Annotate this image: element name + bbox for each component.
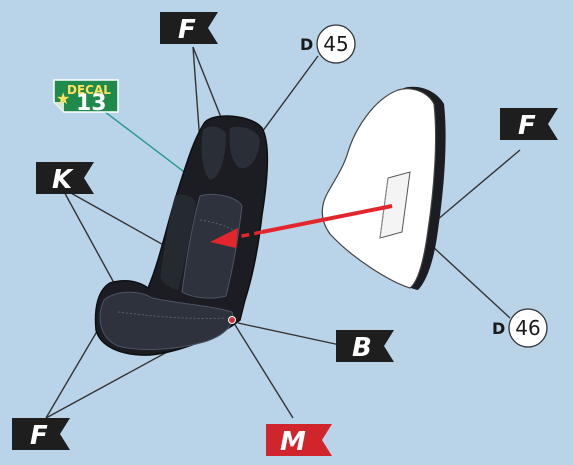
flag-f-top: F bbox=[160, 12, 218, 45]
decal-badge: DECAL 13 ★ bbox=[54, 80, 118, 116]
part-prefix: D bbox=[492, 319, 505, 338]
flag-letter: F bbox=[518, 111, 536, 141]
leader-line-d45 bbox=[262, 56, 318, 132]
flag-f-right: F bbox=[500, 108, 558, 141]
leader-line-b bbox=[238, 323, 340, 345]
flag-k: K bbox=[36, 162, 94, 195]
flag-letter: F bbox=[178, 15, 196, 45]
decal-number: 13 bbox=[76, 91, 107, 116]
flag-f-bottom: F bbox=[12, 418, 70, 451]
part-callout-d45: D 45 bbox=[300, 25, 355, 63]
flag-letter: M bbox=[280, 427, 306, 457]
leader-line-m bbox=[232, 320, 293, 418]
part-prefix: D bbox=[300, 35, 313, 54]
leader-line-f-right bbox=[437, 150, 520, 220]
seat-back-part bbox=[322, 87, 445, 290]
flag-m: M bbox=[266, 424, 332, 457]
flag-letter: B bbox=[352, 333, 372, 363]
star-icon: ★ bbox=[56, 89, 70, 108]
part-number: 46 bbox=[515, 316, 540, 340]
seat-back-part-face bbox=[322, 89, 435, 288]
part-callout-d46: D 46 bbox=[492, 309, 547, 347]
leader-line-f-bottom-2 bbox=[46, 345, 180, 418]
part-number: 45 bbox=[323, 32, 348, 56]
leader-line-d46 bbox=[432, 246, 510, 318]
flag-letter: K bbox=[52, 165, 74, 195]
flag-b: B bbox=[336, 330, 394, 363]
flag-letter: F bbox=[30, 421, 48, 451]
seat-pin bbox=[229, 317, 236, 324]
